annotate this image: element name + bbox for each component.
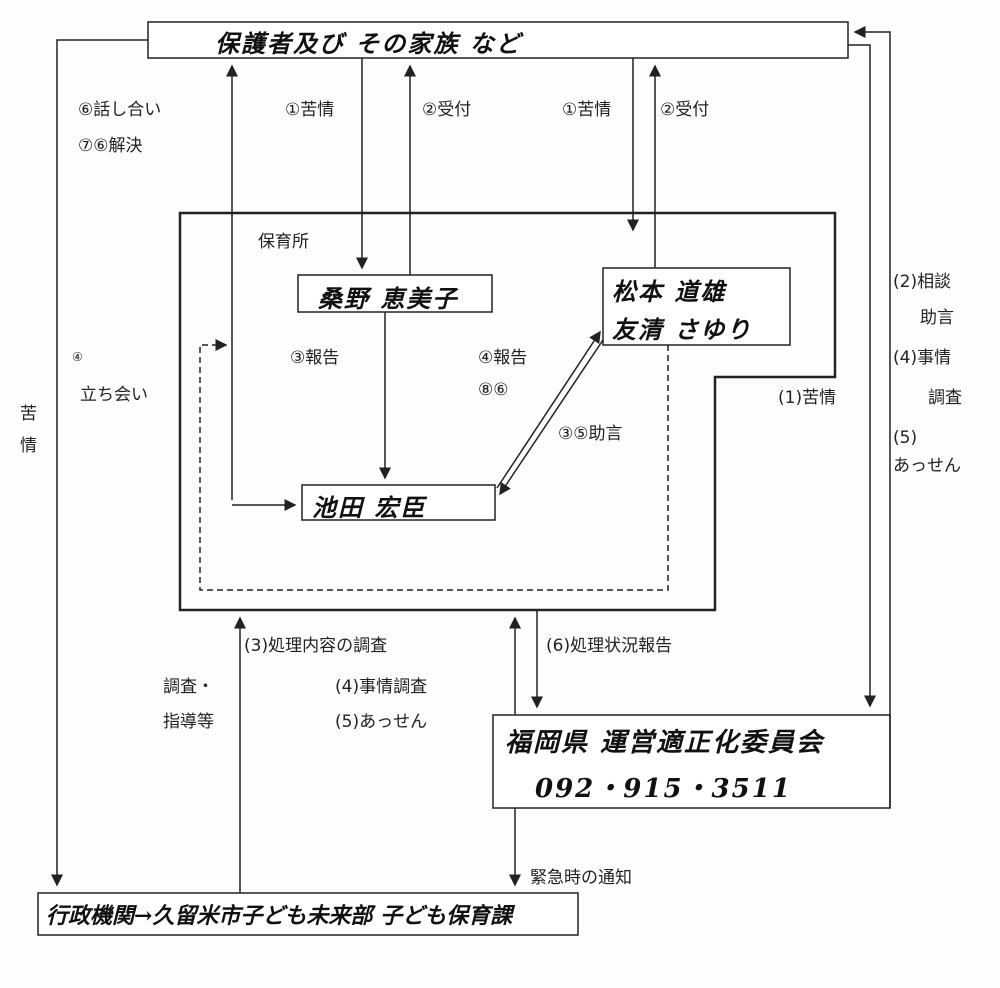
- committee-label: 福岡県 運営適正化委員会: [505, 728, 825, 758]
- nursery-label: 保育所: [258, 232, 309, 252]
- admin-box: [37, 892, 579, 936]
- kuwano-box: [297, 274, 493, 313]
- label-advice-5: ③⑤助言: [558, 424, 623, 444]
- matsumoto-box: [602, 267, 791, 346]
- label-investigate-4b: 調査: [928, 388, 962, 408]
- label-discuss: ⑥話し合い: [78, 100, 162, 120]
- admin-label: 行政機関→久留米市子ども未来部 子ども保育課: [46, 903, 513, 929]
- label-report-4: ④報告: [478, 348, 528, 368]
- ikeda-label: 池田 宏臣: [312, 493, 427, 522]
- label-investigate-4: (4)事情: [893, 348, 952, 368]
- tomokiyo-label: 友清 さゆり: [612, 315, 753, 344]
- guardians-label: 保護者及び その家族 など: [215, 29, 522, 58]
- matsumoto-label: 松本 道雄: [612, 277, 727, 306]
- label-mediate-5b: あっせん: [893, 456, 961, 476]
- label-complaint-right: (1)苦情: [778, 388, 837, 408]
- label-complaint-1b: ①苦情: [562, 100, 612, 120]
- dashed-boundary: [199, 344, 669, 591]
- committee-phone: 092・915・3511: [535, 774, 792, 804]
- label-accept-2: ②受付: [422, 100, 472, 120]
- label-8: ⑧⑥: [478, 380, 509, 400]
- nursery-outline: [178, 211, 837, 612]
- label-witness-mark: ④: [72, 350, 83, 364]
- label-guide-1: 調査・: [163, 677, 214, 697]
- kuwano-label: 桑野 恵美子: [318, 284, 459, 313]
- label-report-3: ③報告: [290, 348, 340, 368]
- label-witness: 立ち会い: [80, 385, 148, 405]
- guardians-box: [147, 21, 849, 59]
- label-consult: (2)相談: [893, 272, 952, 292]
- ikeda-box: [301, 484, 496, 521]
- label-advice: 助言: [920, 308, 954, 328]
- label-mediate-5: (5): [893, 428, 918, 448]
- label-complaint-left: 苦情: [20, 404, 37, 457]
- label-check-4: (4)事情調査: [335, 677, 428, 697]
- label-check-3: (3)処理内容の調査: [244, 636, 388, 656]
- label-complaint-1: ①苦情: [285, 100, 335, 120]
- label-check-5: (5)あっせん: [335, 712, 428, 732]
- label-guide-2: 指導等: [163, 712, 214, 732]
- label-accept-2b: ②受付: [660, 100, 710, 120]
- label-emergency: 緊急時の通知: [530, 868, 632, 888]
- label-status-6: (6)処理状況報告: [546, 636, 673, 656]
- label-resolve: ⑦⑥解決: [78, 136, 143, 156]
